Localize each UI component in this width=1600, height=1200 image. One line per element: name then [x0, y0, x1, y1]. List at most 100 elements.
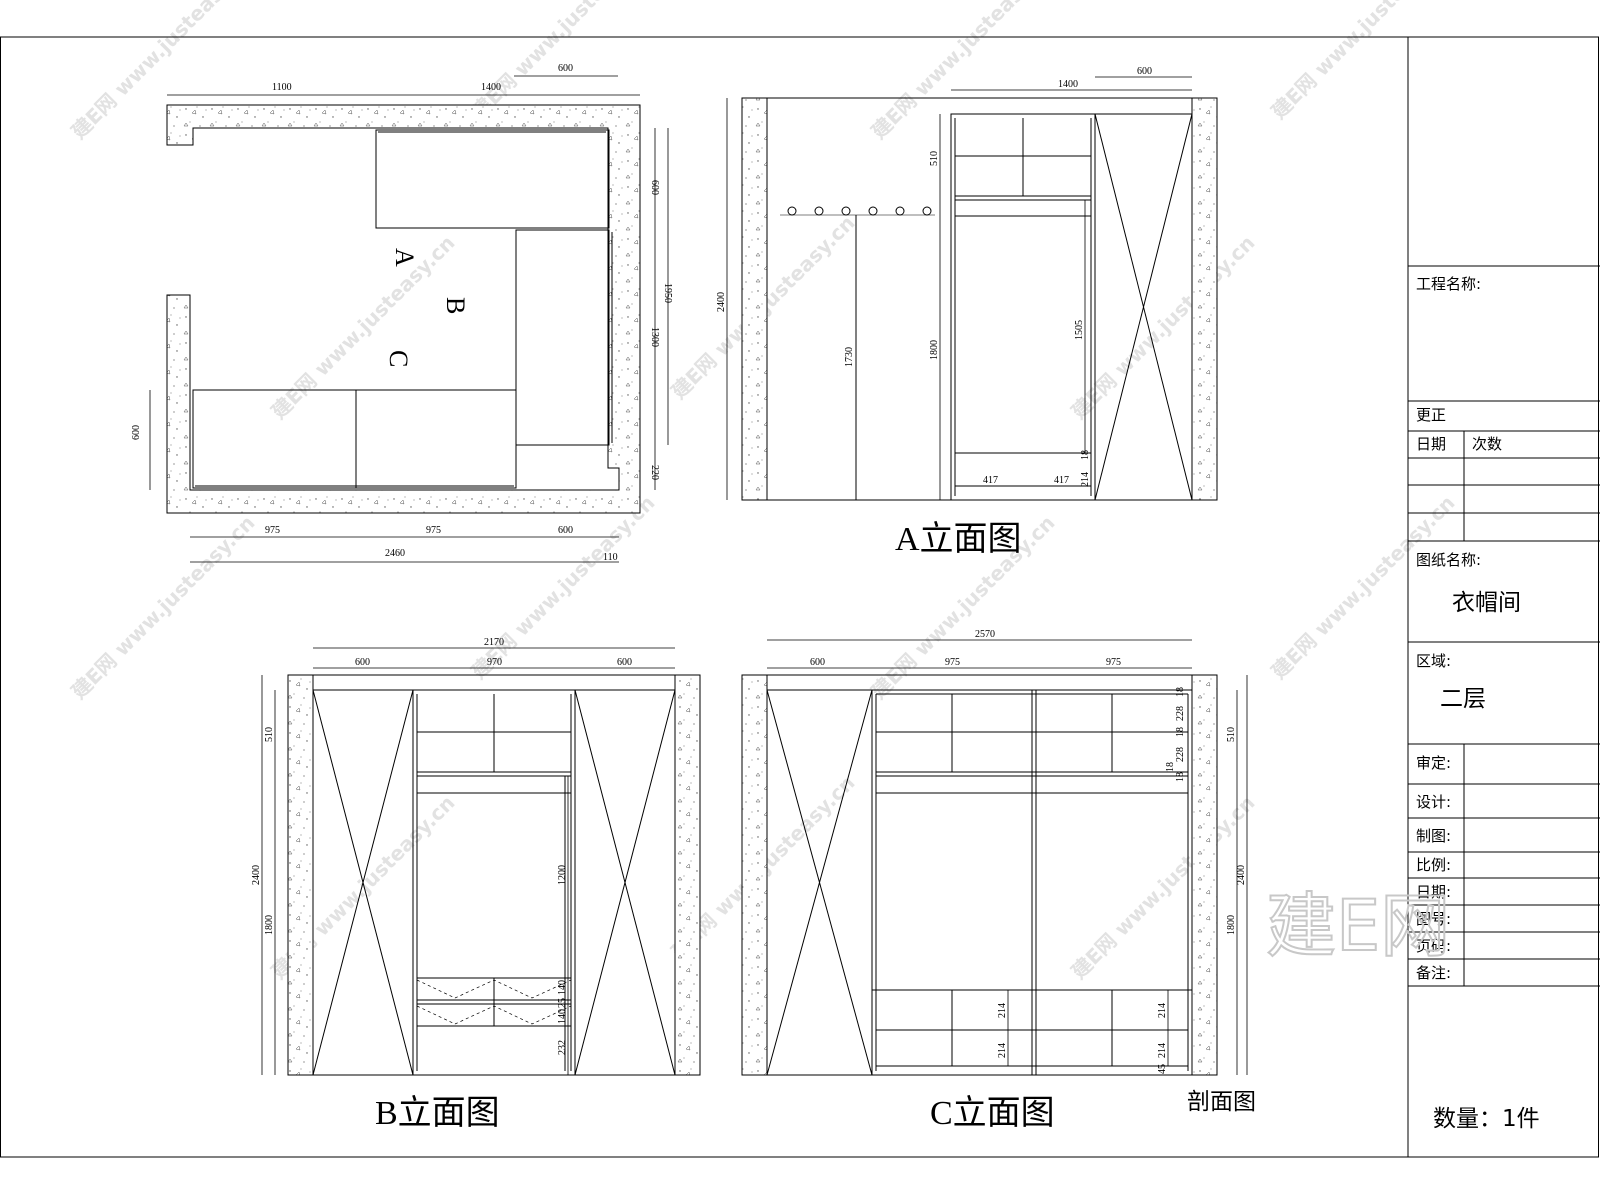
dim-text: 214 [997, 1043, 1008, 1058]
count-column-header: 次数 [1472, 435, 1502, 453]
revision-label: 更正 [1416, 406, 1446, 424]
dim-text: 975 [426, 525, 441, 536]
plan-letters: A B C [384, 248, 470, 367]
plan-dimension-lines [149, 75, 669, 563]
elevation-c-title: C立面图 [930, 1094, 1055, 1132]
dim-text: 2170 [484, 637, 504, 648]
drawing-number-label: 图号: [1416, 910, 1451, 928]
dim-text: 18 [1080, 450, 1091, 460]
design-label: 设计: [1416, 793, 1451, 811]
date-label: 日期: [1416, 883, 1451, 901]
plan-label-b: B [441, 297, 470, 314]
project-name-label: 工程名称: [1416, 275, 1481, 293]
watermark-text: 建E网 www.justeasy.cn [1067, 791, 1260, 984]
review-label: 审定: [1416, 754, 1451, 772]
elevation-a [741, 97, 1218, 501]
watermark-text: 建E网 www.justeasy.cn [467, 491, 660, 684]
dim-text: 600 [558, 63, 573, 74]
dim-text: 1800 [929, 340, 940, 360]
title-block-lines [1408, 265, 1600, 987]
watermark-text: 建E网 www.justeasy.cn [1267, 0, 1460, 124]
scale-label: 比例: [1416, 856, 1451, 874]
dim-text: 18 [1165, 762, 1176, 772]
dim-text: 1800 [1226, 915, 1237, 935]
dim-text: 1400 [1058, 79, 1078, 90]
area-label: 区域: [1416, 652, 1451, 670]
elevation-b-dims: 2170 600 970 600 510 2400 1800 1200 140 … [251, 637, 632, 1055]
elevation-c [741, 674, 1218, 1076]
quantity-label: 数量：1件 [1433, 1106, 1540, 1132]
dim-text: 2400 [251, 865, 262, 885]
dim-text: 600 [558, 525, 573, 536]
notes-label: 备注: [1416, 964, 1451, 982]
dim-text: 214 [1157, 1043, 1168, 1058]
dim-text: 600 [617, 657, 632, 668]
dim-text: 2570 [975, 629, 995, 640]
dim-text: 228 [1175, 747, 1186, 762]
dim-text: 975 [945, 657, 960, 668]
dim-text: 18 [1175, 772, 1186, 782]
dim-text: 600 [649, 180, 660, 195]
elevation-b [287, 674, 701, 1076]
dim-text: 1950 [662, 283, 673, 303]
watermark-text: 建E网 www.justeasy.cn [67, 511, 260, 704]
dim-text: 140 [557, 980, 568, 995]
plan-label-a: A [390, 248, 419, 267]
dim-text: 214 [997, 1003, 1008, 1018]
plan-closet-b [515, 229, 610, 446]
dim-text: 2460 [385, 548, 405, 559]
elevation-a-title: A立面图 [895, 520, 1022, 558]
dim-text: 510 [929, 151, 940, 166]
drawing-name-label: 图纸名称: [1416, 551, 1481, 569]
dim-text: 110 [603, 552, 618, 563]
drawing-name-value: 衣帽间 [1452, 590, 1521, 616]
dim-text: 600 [355, 657, 370, 668]
dim-text: 220 [649, 465, 660, 480]
dim-text: 1300 [649, 327, 660, 347]
dim-text: 25 [557, 998, 568, 1008]
plan-label-c: C [384, 350, 413, 367]
dim-text: 2400 [1236, 865, 1247, 885]
dim-text: 975 [1106, 657, 1121, 668]
dim-text: 1800 [264, 915, 275, 935]
page-number-label: 页码: [1416, 937, 1451, 955]
dim-text: 600 [131, 425, 142, 440]
dim-text: 600 [810, 657, 825, 668]
dim-text: 510 [1226, 727, 1237, 742]
dim-text: 510 [264, 727, 275, 742]
dim-text: 600 [1137, 66, 1152, 77]
plan-closet-a [375, 129, 610, 229]
dim-text: 1400 [481, 82, 501, 93]
title-block: 工程名称: 更正 日期 次数 图纸名称: 衣帽间 区域: 二层 审定: 设计: … [1416, 275, 1540, 1132]
dim-text: 228 [1175, 706, 1186, 721]
dim-text: 18 [1175, 687, 1186, 697]
elevation-b-title: B立面图 [375, 1094, 500, 1132]
dim-text: 232 [557, 1040, 568, 1055]
logo-watermark: 建E网 [1266, 885, 1450, 967]
watermark-text: 建E网 www.justeasy.cn [867, 0, 1060, 144]
plan-closet-c2 [355, 389, 517, 489]
dim-text: 45 [1157, 1064, 1168, 1074]
dim-text: 417 [983, 475, 998, 486]
plan-wall [166, 104, 641, 514]
dim-text: 1730 [844, 347, 855, 367]
dim-text: 1100 [272, 82, 292, 93]
dim-text: 18 [1175, 727, 1186, 737]
dim-text: 1200 [557, 865, 568, 885]
elevation-b-dim-lines [261, 647, 675, 1075]
dim-text: 214 [1157, 1003, 1168, 1018]
elevation-c-dim-lines [767, 639, 1248, 1075]
draft-label: 制图: [1416, 827, 1451, 845]
dim-text: 140 [557, 1009, 568, 1024]
watermark-text: 建E网 www.justeasy.cn [267, 231, 460, 424]
elevation-c-dims: 2570 600 975 975 18 228 18 228 18 18 510… [810, 629, 1247, 1074]
section-label: 剖面图 [1187, 1089, 1256, 1115]
dim-text: 214 [1080, 472, 1091, 487]
dim-text: 1505 [1074, 320, 1085, 340]
dim-text: 417 [1054, 475, 1069, 486]
elevation-a-dims: 1400 600 2400 1730 1800 510 1505 417 417… [716, 66, 1152, 487]
date-column-header: 日期 [1416, 435, 1446, 453]
area-value: 二层 [1440, 686, 1486, 712]
